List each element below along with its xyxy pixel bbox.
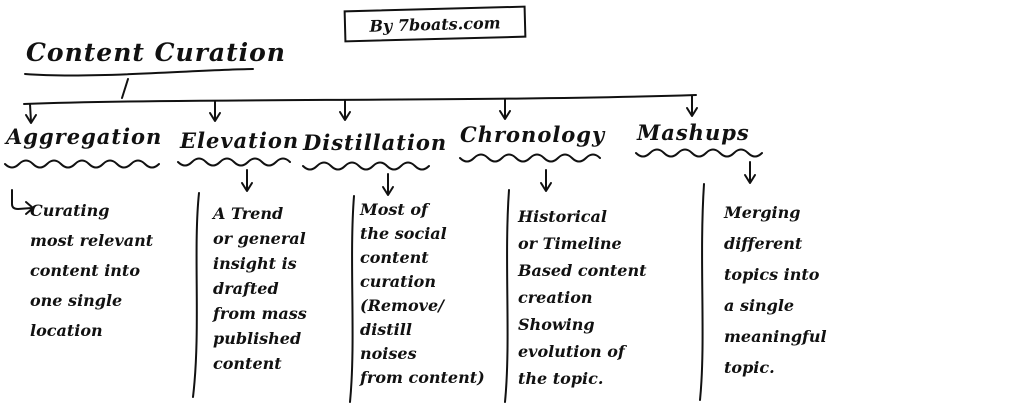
arrow-down-icon [25, 103, 37, 124]
arrow-down-icon [241, 169, 253, 192]
credit-box: By 7boats.com [343, 5, 527, 43]
branch-label-elevation: Elevation [180, 128, 300, 153]
arrow-down-icon [209, 100, 221, 122]
wavy-underline [635, 148, 763, 158]
arrow-down-icon [744, 161, 756, 184]
arrow-down-icon [339, 99, 351, 121]
arrow-down-icon [540, 169, 552, 192]
column-divider-line [699, 183, 705, 401]
branch-description-aggregation: Curating most relevant content into one … [30, 201, 154, 340]
branch-label-distillation: Distillation [303, 130, 448, 155]
wavy-underline [177, 157, 291, 167]
branch-label-mashups: Mashups [637, 120, 750, 145]
branch-description-elevation: A Trend or general insight is drafted fr… [213, 204, 307, 373]
wavy-underline [459, 153, 601, 163]
wavy-underline [4, 159, 160, 169]
branch-description-distillation: Most of the social content curation (Rem… [360, 200, 485, 387]
branch-label-chronology: Chronology [460, 122, 606, 147]
title-underline [24, 68, 254, 77]
column-divider-line [349, 195, 355, 403]
branch-description-chronology: Historical or Timeline Based content cre… [518, 207, 647, 388]
wavy-underline [302, 161, 430, 171]
branch-label-aggregation: Aggregation [6, 124, 163, 149]
column-divider-line [504, 189, 510, 403]
credit-text: By 7boats.com [369, 12, 501, 36]
diagram-title: Content Curation [26, 38, 286, 67]
title-stem-line [121, 78, 129, 99]
tree-connector-line [23, 94, 697, 105]
arrow-down-icon [382, 173, 394, 196]
branch-description-mashups: Merging different topics into a single m… [724, 203, 827, 377]
arrow-down-icon [499, 98, 511, 120]
arrow-down-icon [686, 95, 698, 117]
